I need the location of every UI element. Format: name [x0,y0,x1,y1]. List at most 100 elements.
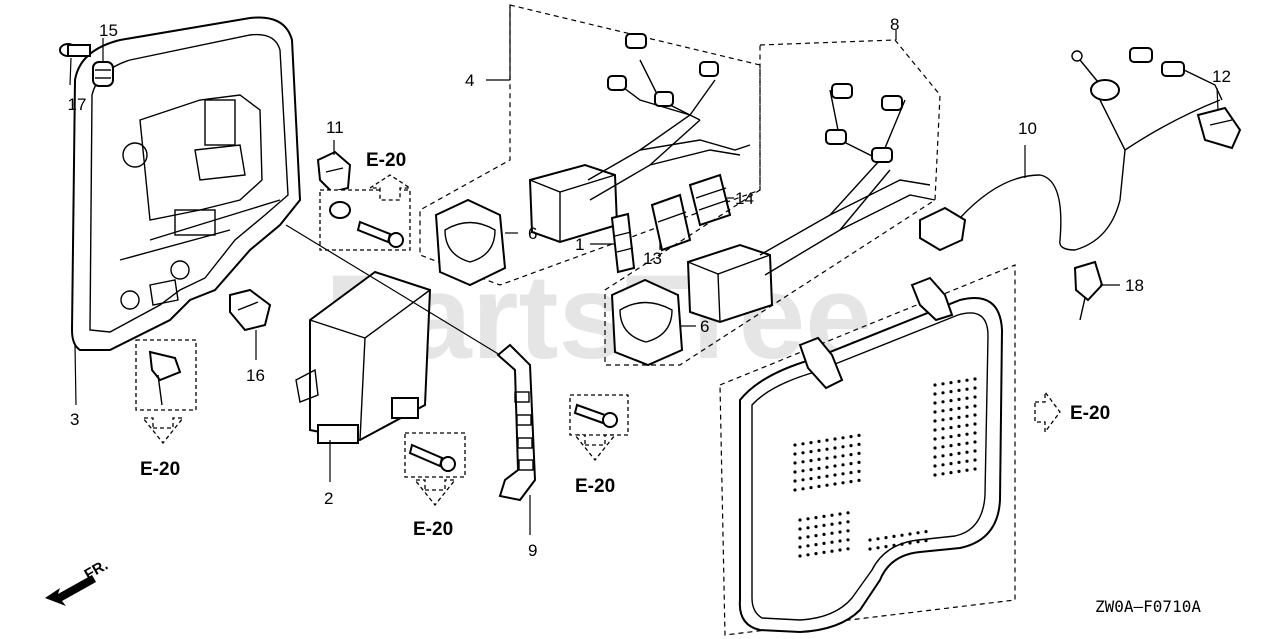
coil-holder-part [610,278,684,367]
vent-dot [965,405,969,409]
vent-dot [825,474,829,478]
vent-dot [806,544,810,548]
control-module-part [295,270,432,444]
vent-dot [817,484,821,488]
vent-dot [830,540,834,544]
vent-dot [957,388,961,392]
vent-dot [825,483,829,487]
vent-dot [900,533,904,537]
vent-dot [838,512,842,516]
wire-clip-part [688,173,732,227]
vent-dot [908,541,912,545]
vent-dot [806,526,810,530]
vent-dot [801,451,805,455]
vent-dot [973,413,977,417]
callout-number: 4 [465,71,474,90]
vent-dot [941,400,945,404]
callout-number: 6 [700,317,709,336]
vent-dot [933,383,937,387]
vent-dot [846,520,850,524]
vent-dot [857,469,861,473]
vent-dot [933,419,937,423]
vent-dot [941,472,945,476]
vent-dot [849,453,853,457]
vent-dot [884,536,888,540]
vent-dot [868,547,872,551]
vent-dot [822,514,826,519]
vent-dot [846,547,850,551]
vent-dot [916,531,920,535]
vent-dot [822,541,826,546]
vent-dot [973,404,977,408]
vent-dot [965,396,969,400]
vent-dot [814,525,818,529]
vent-dot [924,539,928,543]
vent-dot [801,487,805,491]
vent-dot [801,478,805,482]
vent-dot [798,518,802,522]
vent-dot [941,454,945,458]
coil-holder-part [434,198,507,287]
vent-dot [849,462,853,466]
vent-dot [825,447,829,451]
callout-number: 10 [1018,119,1037,138]
vent-dot [941,409,945,413]
reference-label: E-20 [1070,403,1110,424]
vent-dot [965,432,969,436]
vent-dot [908,532,912,536]
vent-dot [965,450,969,454]
vent-dot [838,521,842,525]
vent-dot [949,417,953,421]
vent-dot [933,410,937,414]
screw-part [573,403,618,428]
vent-dot [833,437,837,441]
vent-dot [949,390,953,394]
vent-dot [957,442,961,446]
vent-dot [965,468,969,472]
cover-outline [719,264,1016,636]
vent-dot [809,468,813,472]
vent-dot [857,478,861,482]
vent-dot [973,422,977,426]
vent-dot [793,488,797,492]
vent-dot [949,408,953,412]
vent-dot [941,418,945,422]
vent-dot [949,462,953,466]
reference-label: E-20 [413,519,453,540]
vent-dot [884,545,888,549]
wire-clip-part [610,212,636,274]
cable-tie-part [148,350,182,406]
vent-dot [849,471,853,475]
vent-dot [900,542,904,546]
reference-arrow [1034,390,1061,434]
vent-dot [825,456,829,460]
vent-dot [846,511,850,515]
vent-dot [825,465,829,469]
vent-dot [949,444,953,448]
vent-dot [924,530,928,534]
vent-dot [838,548,842,552]
vent-dot [817,439,821,443]
vent-dot [846,538,850,542]
vent-dot [933,464,937,468]
reference-label: E-20 [575,476,615,497]
vent-dot [933,401,937,405]
vent-dot [838,530,842,534]
vent-dot [806,553,810,557]
vent-dot [941,463,945,467]
vent-dot [801,460,805,464]
vent-dot [846,529,850,533]
reference-arrow [573,434,617,462]
reference-label: E-20 [366,150,406,171]
vent-dot [973,431,977,435]
vent-dot [957,433,961,437]
vent-dot [817,457,821,461]
vent-dot [957,460,961,464]
vent-dot [849,444,853,448]
vent-dot [817,466,821,470]
vent-dot [941,382,945,386]
vent-dot [841,463,845,467]
ignition-coil-part [686,83,936,324]
vent-dot [801,442,805,446]
vent-dot [798,545,802,549]
